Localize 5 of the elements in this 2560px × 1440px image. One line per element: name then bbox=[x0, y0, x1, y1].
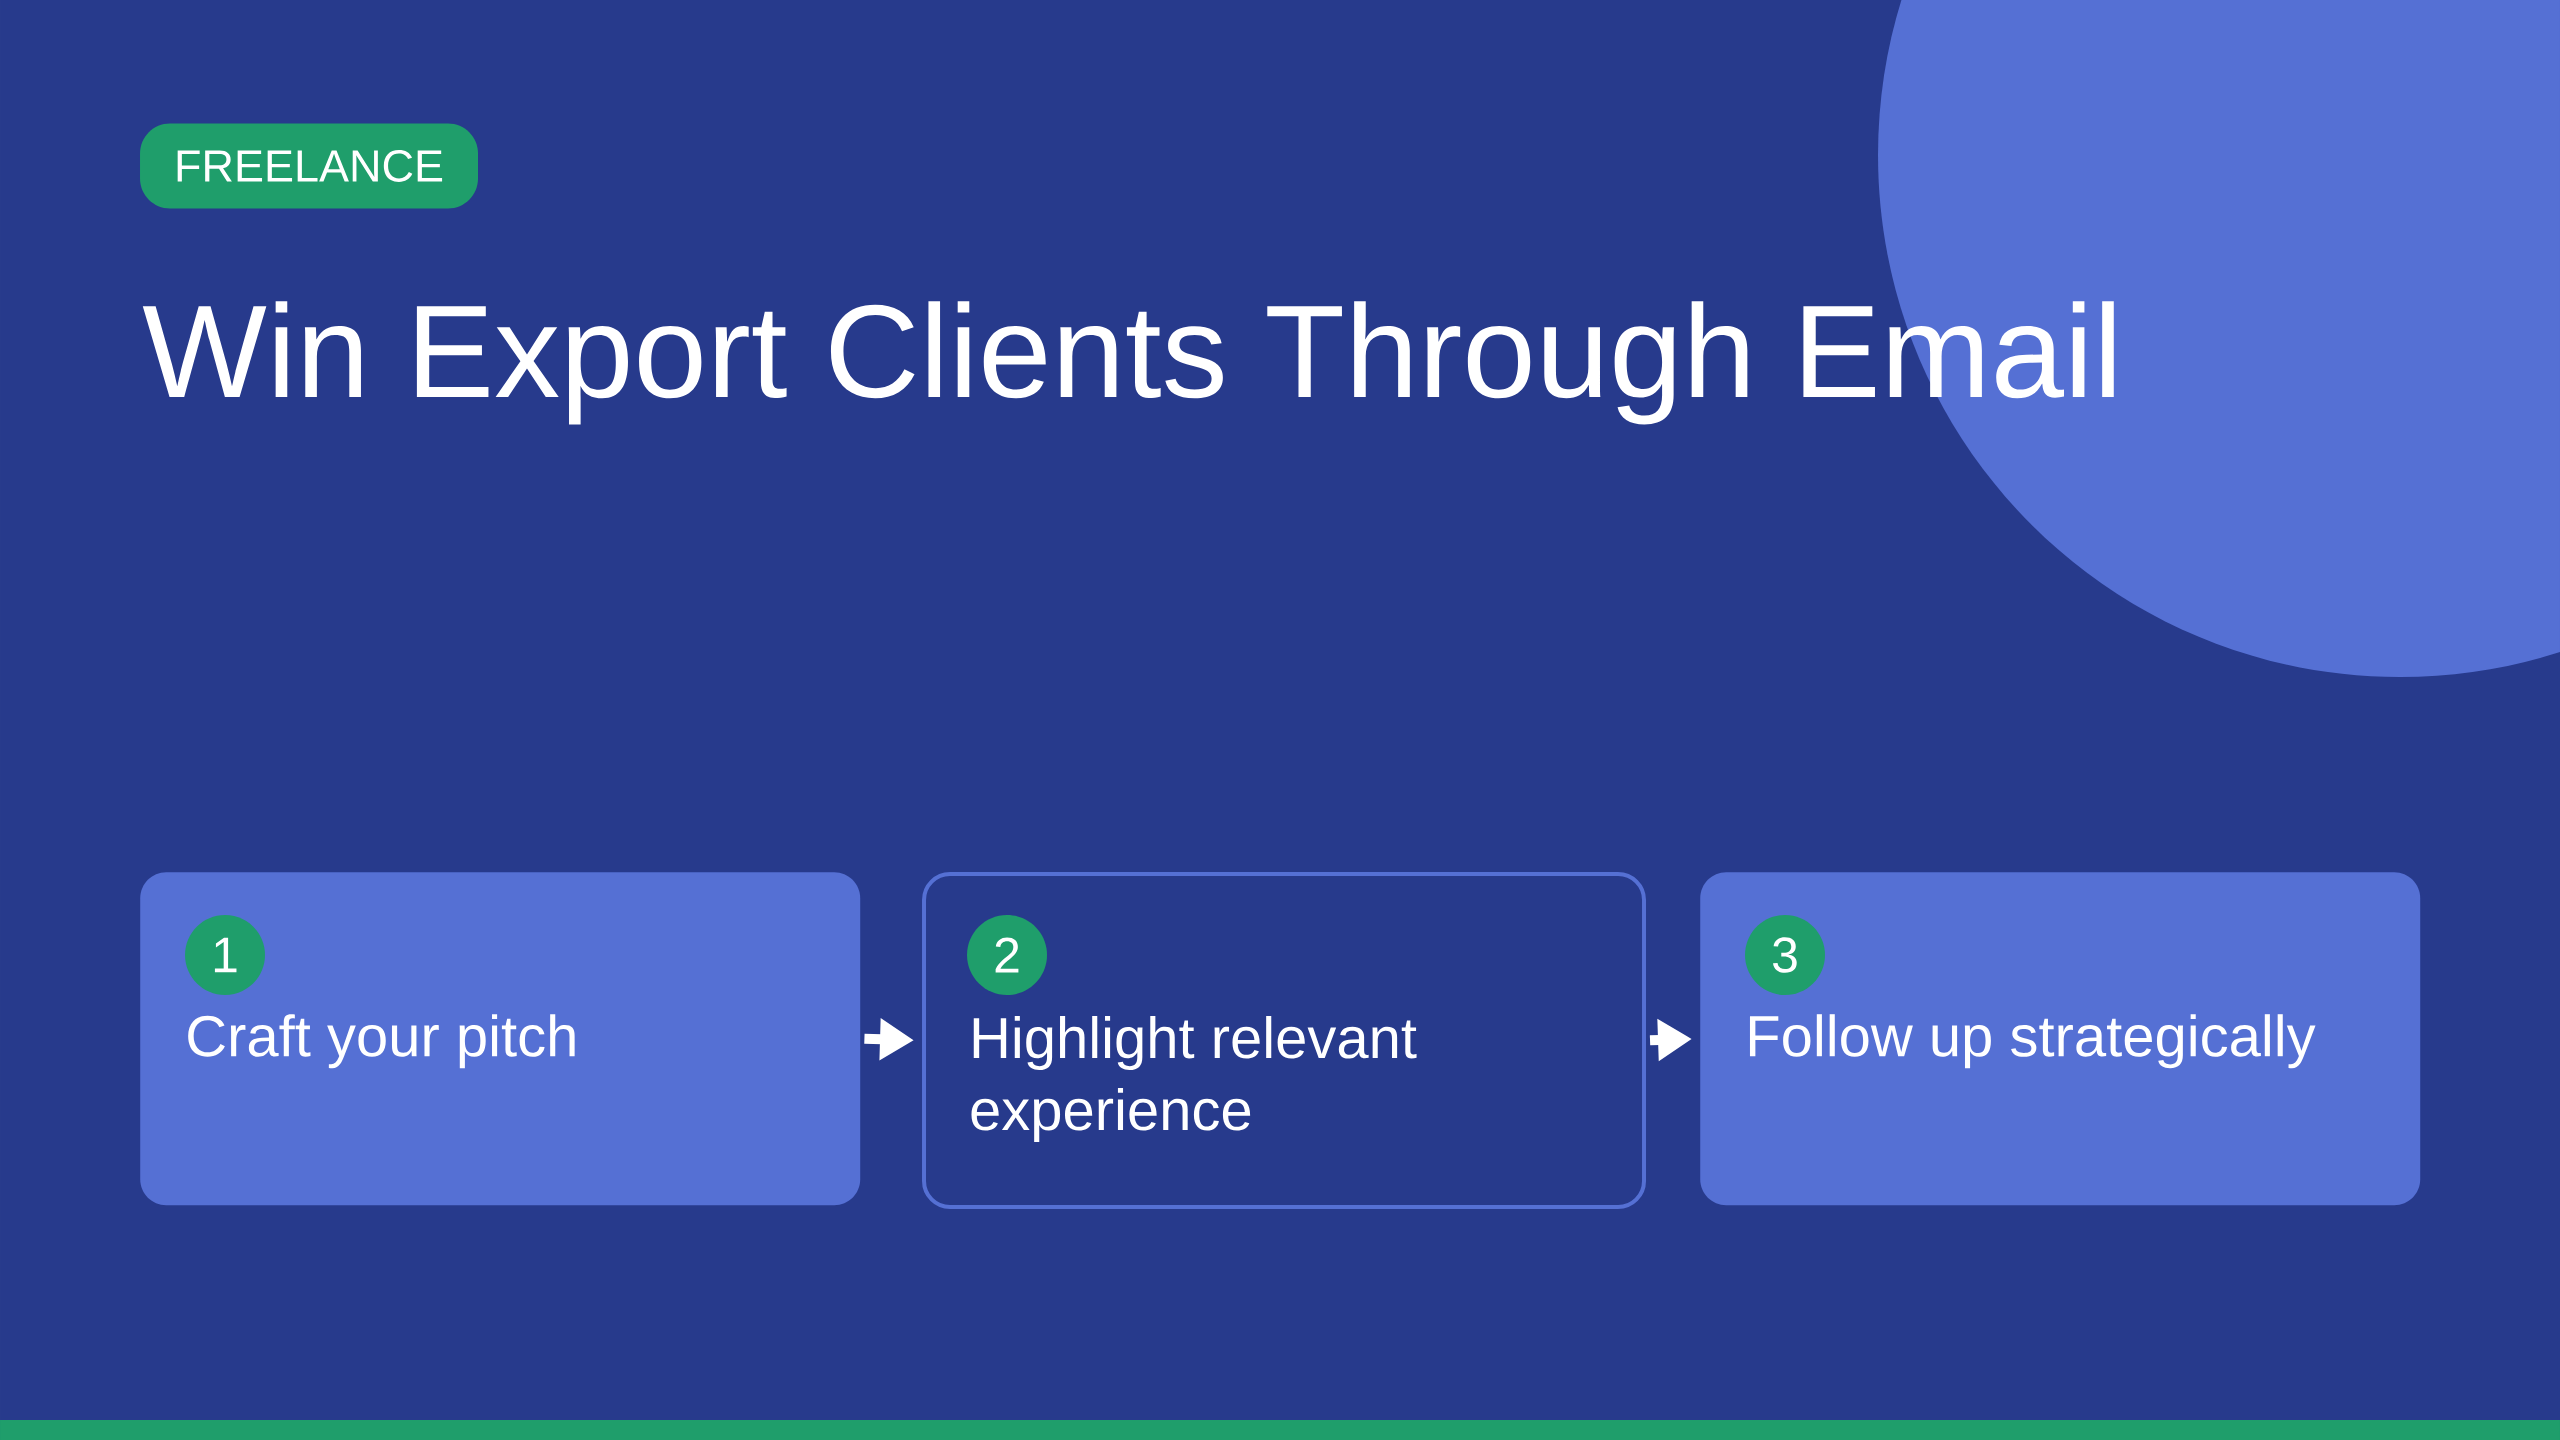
category-tag: FREELANCE bbox=[140, 123, 478, 209]
step-number: 2 bbox=[967, 915, 1047, 995]
title: Win Export Clients Through Email bbox=[142, 301, 2114, 425]
step-number: 3 bbox=[1745, 915, 1825, 995]
step-number: 1 bbox=[185, 915, 265, 995]
